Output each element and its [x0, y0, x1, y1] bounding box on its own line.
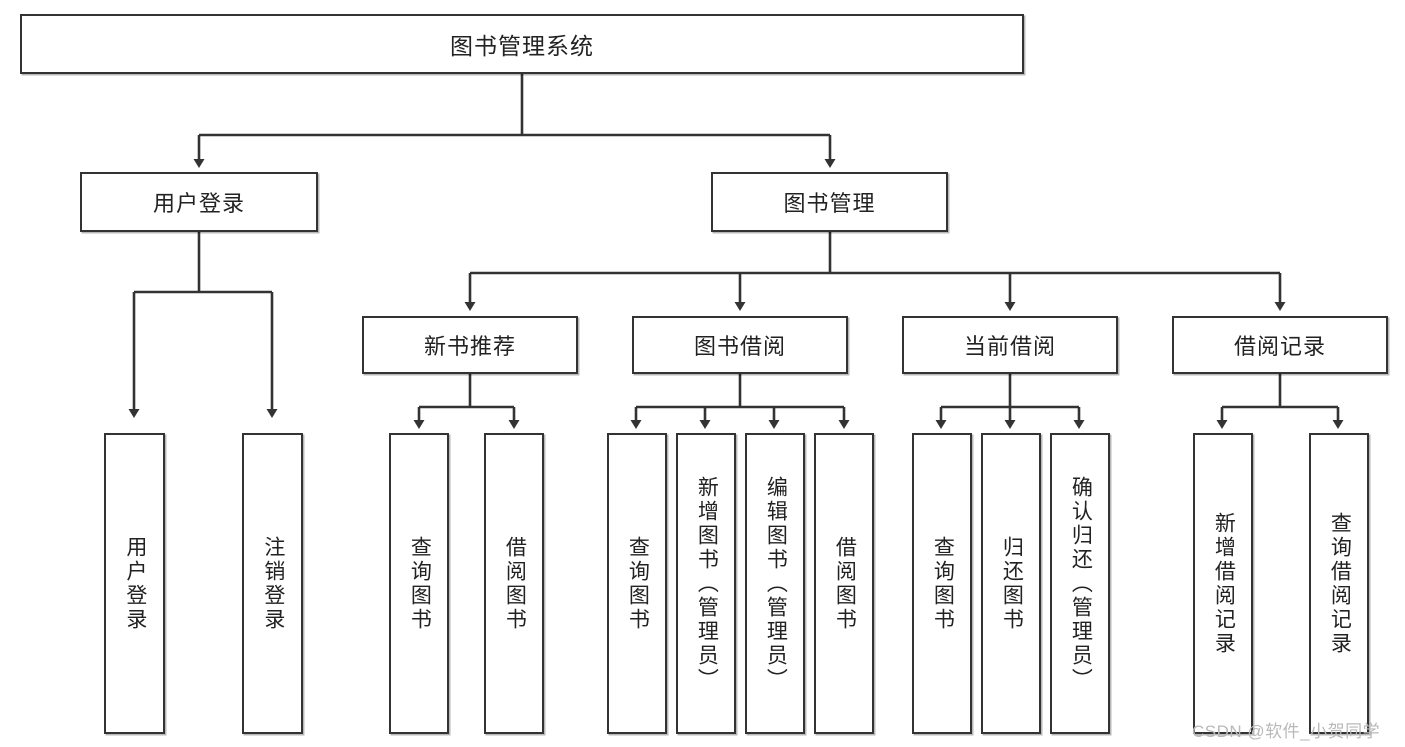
node-root-label: 图书管理系统: [450, 33, 594, 59]
csdn-watermark: CSDN @软件_小贺同学: [1192, 722, 1381, 741]
leaf-return-book-label: 归还图书: [1000, 535, 1024, 632]
leaf-borrow-book-2-label: 借阅图书: [833, 535, 857, 632]
node-user-login[interactable]: 用户登录: [80, 172, 318, 232]
node-new-book-recommend-label: 新书推荐: [423, 334, 516, 359]
leaf-confirm-return[interactable]: 确认归还（管理员）: [1050, 433, 1110, 734]
node-current-borrow[interactable]: 当前借阅: [902, 316, 1118, 374]
leaf-query-book-1[interactable]: 查询图书: [389, 433, 449, 734]
leaf-edit-book[interactable]: 编辑图书（管理员）: [745, 433, 805, 734]
leaf-query-record-label: 查询借阅记录: [1328, 511, 1352, 656]
leaf-user-login[interactable]: 用户登录: [104, 433, 165, 734]
leaf-add-record-label: 新增借阅记录: [1212, 511, 1236, 656]
node-borrow-record-label: 借阅记录: [1233, 334, 1326, 359]
leaf-borrow-book-1[interactable]: 借阅图书: [484, 433, 544, 734]
node-borrow-record[interactable]: 借阅记录: [1172, 316, 1388, 374]
leaf-query-book-1-label: 查询图书: [408, 535, 432, 632]
node-book-borrow[interactable]: 图书借阅: [632, 316, 848, 374]
leaf-query-book-2-label: 查询图书: [626, 535, 650, 632]
leaf-query-record[interactable]: 查询借阅记录: [1309, 433, 1369, 734]
leaf-borrow-book-2[interactable]: 借阅图书: [814, 433, 874, 734]
leaf-logout-login-label: 注销登录: [261, 535, 285, 632]
leaf-borrow-book-1-label: 借阅图书: [503, 535, 527, 632]
node-user-login-label: 用户登录: [152, 191, 245, 216]
leaf-add-book-label: 新增图书（管理员）: [695, 475, 719, 692]
leaf-edit-book-label: 编辑图书（管理员）: [764, 475, 788, 692]
leaf-user-login-label: 用户登录: [123, 535, 147, 632]
node-book-manage-label: 图书管理: [783, 191, 876, 216]
leaf-add-book[interactable]: 新增图书（管理员）: [676, 433, 736, 734]
node-new-book-recommend[interactable]: 新书推荐: [362, 316, 578, 374]
leaf-logout-login[interactable]: 注销登录: [242, 433, 303, 734]
node-root[interactable]: 图书管理系统: [20, 14, 1024, 74]
leaf-add-record[interactable]: 新增借阅记录: [1193, 433, 1253, 734]
leaf-query-book-2[interactable]: 查询图书: [607, 433, 667, 734]
leaf-confirm-return-label: 确认归还（管理员）: [1069, 475, 1093, 692]
leaf-return-book[interactable]: 归还图书: [981, 433, 1041, 734]
node-book-borrow-label: 图书借阅: [693, 334, 786, 359]
node-book-manage[interactable]: 图书管理: [711, 172, 948, 232]
leaf-query-book-3[interactable]: 查询图书: [912, 433, 972, 734]
node-current-borrow-label: 当前借阅: [963, 334, 1056, 359]
leaf-query-book-3-label: 查询图书: [931, 535, 955, 632]
